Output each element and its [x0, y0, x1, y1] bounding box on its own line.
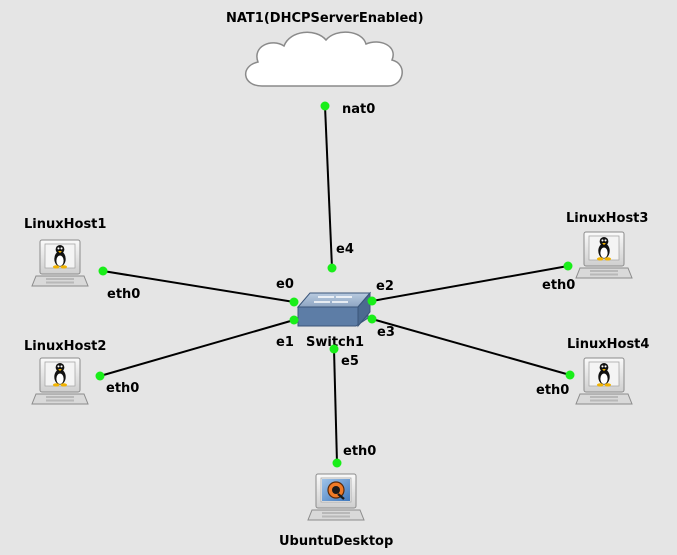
switch-node[interactable]: Switch1	[296, 291, 372, 350]
cloud-icon	[245, 31, 403, 87]
port-label-host2-eth0: eth0	[106, 381, 139, 396]
linuxhost2-node[interactable]: LinuxHost2	[24, 339, 106, 405]
link-host4-switch[interactable]	[371, 318, 571, 376]
linux-host-icon	[31, 357, 89, 405]
linux-host-icon	[575, 357, 633, 405]
ubuntudesktop-label: UbuntuDesktop	[279, 534, 393, 549]
switch-icon	[296, 291, 372, 328]
port-label-e3: e3	[377, 325, 395, 340]
linuxhost1-label: LinuxHost1	[24, 217, 106, 232]
port-e1[interactable]	[289, 315, 299, 325]
linux-host-icon	[575, 231, 633, 279]
linuxhost4-node[interactable]: LinuxHost4	[567, 337, 649, 405]
port-e5[interactable]	[329, 344, 339, 354]
link-nat-switch[interactable]	[324, 105, 333, 269]
port-nat0[interactable]	[320, 101, 330, 111]
link-desktop-switch[interactable]	[333, 348, 338, 464]
port-host1-eth0[interactable]	[98, 266, 108, 276]
port-host2-eth0[interactable]	[95, 371, 105, 381]
port-label-host1-eth0: eth0	[107, 287, 140, 302]
port-labels: nat0 e4 eth0 e0 eth0 e1 eth0 e2 eth0 e3 …	[106, 102, 575, 459]
port-label-e2: e2	[376, 279, 394, 294]
ports	[95, 101, 575, 468]
port-e2[interactable]	[367, 296, 377, 306]
port-label-e5: e5	[341, 354, 359, 369]
port-label-host4-eth0: eth0	[536, 383, 569, 398]
port-host4-eth0[interactable]	[565, 370, 575, 380]
port-e4[interactable]	[327, 263, 337, 273]
port-label-host3-eth0: eth0	[542, 278, 575, 293]
links	[99, 105, 571, 464]
port-host3-eth0[interactable]	[563, 261, 573, 271]
port-desktop-eth0[interactable]	[332, 458, 342, 468]
linuxhost3-label: LinuxHost3	[566, 211, 648, 226]
port-label-nat0: nat0	[342, 102, 375, 117]
ubuntu-desktop-icon	[307, 473, 365, 521]
port-e3[interactable]	[367, 314, 377, 324]
ubuntudesktop-node[interactable]: UbuntuDesktop	[279, 473, 393, 549]
linuxhost4-label: LinuxHost4	[567, 337, 649, 352]
nat-node[interactable]: NAT1(DHCPServerEnabled)	[226, 11, 424, 87]
linuxhost3-node[interactable]: LinuxHost3	[566, 211, 648, 279]
port-label-e1: e1	[276, 335, 294, 350]
port-label-e0: e0	[276, 277, 294, 292]
nat-label: NAT1(DHCPServerEnabled)	[226, 11, 424, 26]
link-host3-switch[interactable]	[371, 265, 569, 302]
linux-host-icon	[31, 239, 89, 287]
link-host2-switch[interactable]	[99, 319, 295, 377]
switch-label: Switch1	[306, 335, 364, 350]
port-label-desktop-eth0: eth0	[343, 444, 376, 459]
linuxhost1-node[interactable]: LinuxHost1	[24, 217, 106, 287]
port-label-e4: e4	[336, 242, 354, 257]
linuxhost2-label: LinuxHost2	[24, 339, 106, 354]
port-e0[interactable]	[289, 297, 299, 307]
link-host1-switch[interactable]	[102, 270, 295, 303]
